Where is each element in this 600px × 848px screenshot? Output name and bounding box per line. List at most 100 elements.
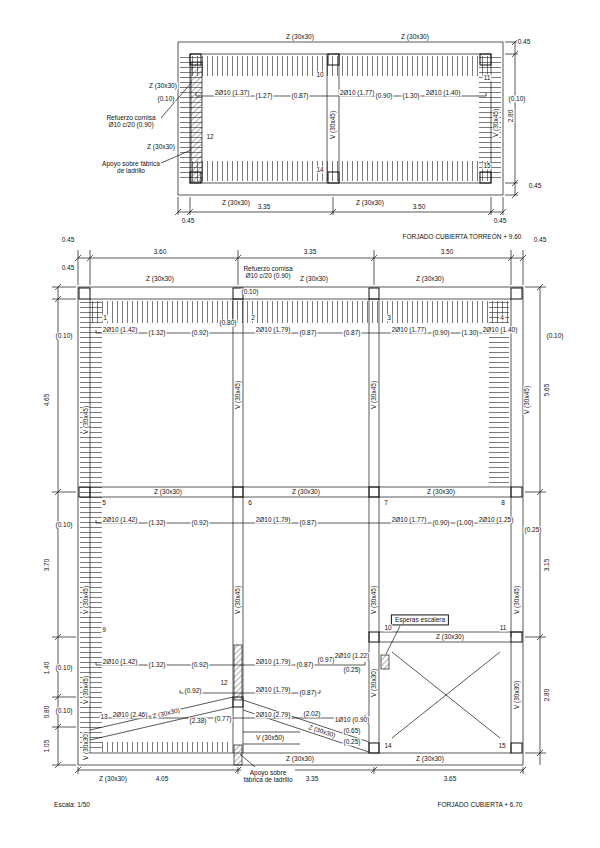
plan-label: 2Ø10 (1.40): [425, 89, 462, 96]
plan-label: (0.87): [299, 329, 318, 336]
plan-label: (0.92): [191, 519, 210, 526]
plan-label: 2Ø10 (1.40): [482, 326, 519, 333]
plan-label: (0.87): [296, 661, 315, 668]
plan-label: 0.45: [533, 236, 548, 243]
plan-label: (0.97): [317, 656, 336, 663]
plan-label: 15: [497, 742, 506, 749]
plan-label: 12: [205, 133, 214, 140]
plan-label: (0.10): [55, 521, 74, 528]
plan-label: V (30x50): [255, 734, 285, 741]
plan-label: FORJADO CUBIERTA + 6.70: [437, 801, 524, 808]
plan-label: 0.45: [61, 264, 76, 271]
plan-label: (1.32): [148, 661, 167, 668]
plan-label: 2Ø10 (1.79): [255, 658, 292, 665]
plan-label: Z (30x30): [151, 706, 182, 720]
plan-label: V (30x45): [82, 675, 89, 705]
plan-label: 3.35: [257, 203, 272, 210]
plan-label: 6: [247, 499, 253, 506]
plan-label: 0.80: [43, 705, 50, 720]
plan-label: V (30x30): [513, 680, 520, 710]
plan-label: (0.90): [375, 92, 394, 99]
plan-label: 5: [101, 499, 107, 506]
plan-label: Z (30x30): [435, 633, 465, 640]
plan-label: V (30x45): [234, 380, 241, 410]
plan-label: V (30x45): [370, 380, 377, 410]
plan-label: 10: [315, 71, 324, 78]
plan-label: 5.65: [543, 383, 550, 398]
plan-label: 3.35: [303, 248, 318, 255]
plan-label: Z (30x30): [355, 199, 385, 206]
plan-label: (1.32): [148, 329, 167, 336]
plan-label: (0.10): [546, 332, 565, 339]
plan-label: (0.10): [55, 332, 74, 339]
note-box: Esperas escalera: [391, 614, 449, 625]
tower-roof-plan: [161, 39, 518, 215]
plan-label: 11: [499, 624, 508, 631]
plan-label: (0.90): [432, 519, 451, 526]
plan-label: 3.50: [412, 203, 427, 210]
plan-label: Z (30x30): [400, 33, 430, 40]
plan-label: (0.92): [184, 687, 203, 694]
plan-label: 2: [250, 314, 256, 321]
plan-label: 1.40: [43, 661, 50, 676]
plan-label: 7: [383, 499, 389, 506]
plan-label: (0.10): [55, 707, 74, 714]
plan-label: 2Ø10 (1.77): [339, 89, 376, 96]
plan-label: Z (30x30): [415, 275, 445, 282]
plan-label: 2Ø10 (1.42): [102, 516, 139, 523]
plan-label: (0.87): [291, 92, 310, 99]
plan-label: (0.87): [299, 689, 318, 696]
plan-label: Z (30x30): [415, 755, 445, 762]
plan-label: 2.80: [507, 109, 514, 124]
plan-label: Refuerzo cornisa Ø10 c/20 (0.90): [101, 114, 161, 128]
plan-label: (2.02): [303, 710, 322, 717]
plan-label: V (30x45): [329, 110, 336, 140]
plan-label: FORJADO CUBIERTA TORREÓN + 9.60: [402, 233, 523, 240]
plan-label: 2Ø10 (1.37): [214, 89, 251, 96]
plan-label: 2Ø10 (1.79): [255, 326, 292, 333]
plan-label: Z (30x30): [285, 33, 315, 40]
plan-label: Z (30x30): [153, 488, 183, 495]
plan-label: (1.32): [148, 519, 167, 526]
plan-label: 0.45: [528, 182, 543, 189]
plan-label: 15: [482, 162, 491, 169]
plan-label: 8: [500, 499, 506, 506]
plan-label: (1.27): [255, 92, 274, 99]
plan-label: Z (30x30): [307, 723, 338, 739]
plan-label: 3.15: [543, 558, 550, 573]
plan-label: 2Ø10 (2.79): [255, 711, 292, 718]
plan-label: (0.87): [343, 329, 362, 336]
plan-label: 3.35: [305, 775, 320, 782]
plan-label: Apoyo sobre fábrica de ladrillo: [241, 769, 295, 783]
plan-label: (0.10): [157, 95, 176, 102]
plan-label: (0.90): [432, 329, 451, 336]
plan-label: (2.38): [189, 717, 208, 724]
plan-label: 2Ø10 (1.77): [391, 326, 428, 333]
plan-label: Z (30x30): [221, 199, 251, 206]
plan-label: 0.45: [517, 38, 532, 45]
plan-label: 1Ø10 (0.90): [334, 716, 371, 723]
plan-label: V (30x45): [234, 585, 241, 615]
plan-label: 2Ø10 (1.22): [334, 652, 371, 659]
plan-label: 4.65: [43, 393, 50, 408]
plan-label: (0.10): [241, 288, 260, 295]
plan-label: Z (30x30): [148, 82, 178, 89]
plan-label: 4.05: [155, 775, 170, 782]
plan-label: 2Ø10 (2.46): [112, 711, 149, 718]
plan-label: 4: [499, 314, 505, 321]
plan-label: 0.45: [61, 236, 76, 243]
plan-label: (0.10): [55, 664, 74, 671]
plan-label: (0.80): [219, 319, 238, 326]
plan-label: Z (30x30): [146, 143, 176, 150]
plan-label: 0.45: [181, 217, 196, 224]
plan-label: (0.10): [508, 95, 527, 102]
plan-label: (1.30): [402, 92, 421, 99]
plan-label: Z (30x30): [98, 775, 128, 782]
plan-label: 2Ø10 (1.79): [255, 686, 292, 693]
plan-label: 2Ø10 (1.25): [478, 516, 515, 523]
plan-label: Z (30x30): [285, 755, 315, 762]
plan-label: 3.65: [443, 775, 458, 782]
plan-label: V (30x45): [513, 585, 520, 615]
plan-label: Z (30x30): [145, 275, 175, 282]
